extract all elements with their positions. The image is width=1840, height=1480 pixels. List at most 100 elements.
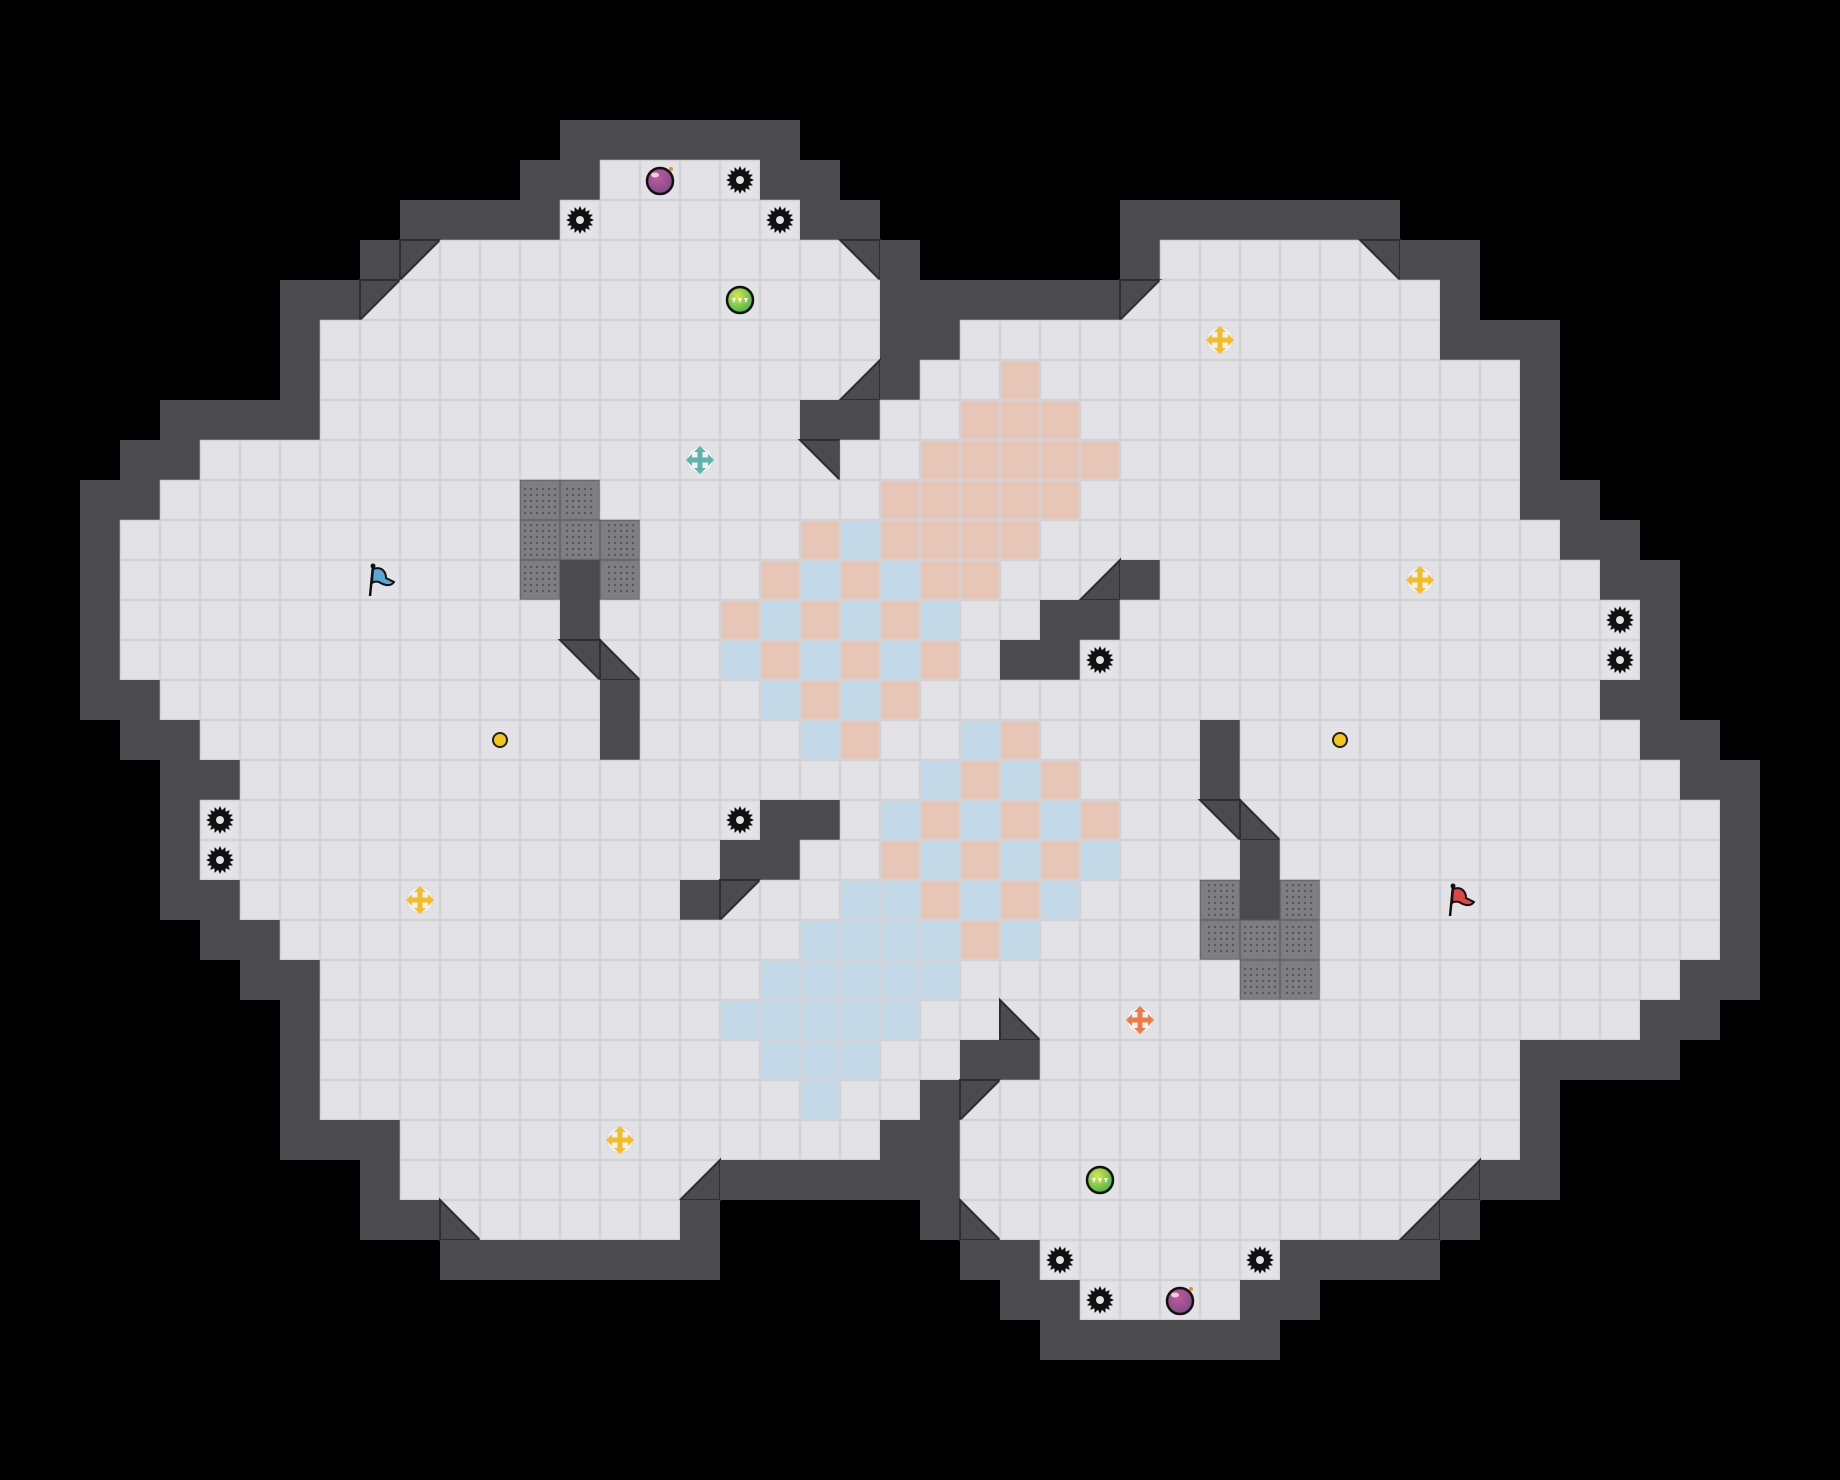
diagonal-wall-tile	[1437, 1157, 1481, 1201]
floor-tile	[1079, 1199, 1121, 1241]
floor-tile	[719, 959, 761, 1001]
wall-tile	[1520, 1160, 1560, 1200]
red-team-tile	[1039, 759, 1081, 801]
floor-tile	[279, 519, 321, 561]
floor-tile	[1159, 959, 1201, 1001]
wall-tile	[360, 240, 400, 280]
floor-tile	[799, 1119, 841, 1161]
floor-tile	[919, 719, 961, 761]
floor-tile	[399, 1039, 441, 1081]
floor-tile	[1119, 879, 1161, 921]
floor-tile	[999, 319, 1041, 361]
floor-tile	[559, 799, 601, 841]
wall-tile	[1560, 1040, 1600, 1080]
floor-tile	[1199, 239, 1241, 281]
floor-tile	[719, 479, 761, 521]
floor-tile	[1199, 559, 1241, 601]
floor-tile	[519, 599, 561, 641]
floor-tile	[1359, 599, 1401, 641]
floor-tile	[519, 879, 561, 921]
floor-tile	[1679, 879, 1721, 921]
blue-team-tile	[799, 959, 841, 1001]
floor-tile	[359, 839, 401, 881]
wall-tile	[1640, 720, 1680, 760]
wall-tile	[1440, 240, 1480, 280]
spike-icon	[1246, 1246, 1274, 1274]
floor-tile	[359, 879, 401, 921]
floor-tile	[839, 759, 881, 801]
floor-tile	[839, 439, 881, 481]
wall-tile	[1600, 1040, 1640, 1080]
wall-tile	[680, 120, 720, 160]
floor-tile	[1319, 999, 1361, 1041]
wall-tile	[1360, 1240, 1400, 1280]
floor-tile	[1639, 839, 1681, 881]
floor-tile	[1159, 919, 1201, 961]
floor-tile	[1199, 839, 1241, 881]
wall-tile	[1000, 640, 1040, 680]
floor-tile	[599, 199, 641, 241]
blue-team-tile	[799, 559, 841, 601]
floor-tile	[439, 1159, 481, 1201]
floor-tile	[119, 639, 161, 681]
floor-tile	[1279, 759, 1321, 801]
floor-tile	[439, 999, 481, 1041]
floor-tile	[639, 239, 681, 281]
floor-tile	[1119, 719, 1161, 761]
floor-tile	[1519, 959, 1561, 1001]
blue-team-tile	[759, 999, 801, 1041]
wall-tile	[600, 720, 640, 760]
floor-tile	[1479, 599, 1521, 641]
wall-tile	[240, 920, 280, 960]
floor-tile	[1119, 479, 1161, 521]
floor-tile	[1399, 279, 1441, 321]
floor-tile	[1399, 439, 1441, 481]
floor-tile	[439, 919, 481, 961]
floor-tile	[1479, 519, 1521, 561]
floor-tile	[1599, 759, 1641, 801]
floor-tile	[319, 679, 361, 721]
floor-tile	[559, 839, 601, 881]
floor-tile	[1239, 679, 1281, 721]
floor-tile	[199, 679, 241, 721]
flag-icon	[1448, 883, 1476, 917]
floor-tile	[999, 599, 1041, 641]
floor-tile	[559, 319, 601, 361]
floor-tile	[719, 399, 761, 441]
wall-tile	[80, 560, 120, 600]
floor-tile	[959, 639, 1001, 681]
floor-tile	[719, 719, 761, 761]
floor-tile	[399, 399, 441, 441]
floor-tile	[319, 759, 361, 801]
floor-tile	[879, 759, 921, 801]
floor-tile	[1439, 399, 1481, 441]
wall-tile	[160, 720, 200, 760]
floor-tile	[479, 679, 521, 721]
floor-tile	[359, 1039, 401, 1081]
wall-tile	[1240, 200, 1280, 240]
floor-tile	[559, 1199, 601, 1241]
floor-tile	[1199, 1039, 1241, 1081]
floor-tile	[599, 919, 641, 961]
floor-tile	[759, 359, 801, 401]
floor-tile	[519, 639, 561, 681]
floor-tile	[399, 999, 441, 1041]
floor-tile	[1079, 1079, 1121, 1121]
floor-tile	[639, 799, 681, 841]
floor-tile	[679, 919, 721, 961]
wall-tile	[560, 160, 600, 200]
floor-tile	[1079, 879, 1121, 921]
wall-tile	[920, 1200, 960, 1240]
blue-team-tile	[799, 919, 841, 961]
floor-tile	[1279, 399, 1321, 441]
wall-tile	[760, 120, 800, 160]
floor-tile	[1399, 479, 1441, 521]
wall-tile	[640, 1240, 680, 1280]
floor-tile	[719, 439, 761, 481]
floor-tile	[679, 559, 721, 601]
boost-icon	[1206, 326, 1234, 354]
wall-tile	[1720, 960, 1760, 1000]
floor-tile	[319, 959, 361, 1001]
floor-tile	[1159, 1079, 1201, 1121]
floor-tile	[999, 679, 1041, 721]
